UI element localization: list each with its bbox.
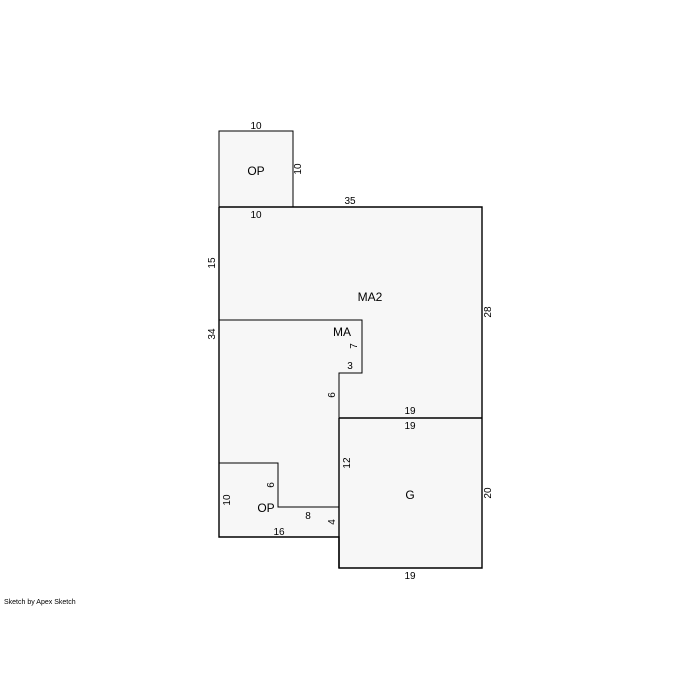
dim-g-right: 20 <box>483 487 494 499</box>
dim-ma2-right: 28 <box>483 306 494 318</box>
dim-op-top-top: 10 <box>250 121 262 132</box>
op-bottom-outline <box>219 462 339 508</box>
dim-op-bottom-left: 10 <box>222 494 233 506</box>
area-label-ma: MA <box>333 325 351 339</box>
area-label-op-bottom: OP <box>257 501 274 515</box>
op-top-outline <box>218 130 294 207</box>
dim-op-bottom-inner-horizontal: 8 <box>305 511 311 522</box>
dim-op-top-right: 10 <box>293 163 304 175</box>
dim-ma-step-vertical: 6 <box>327 392 338 398</box>
dim-ma2-left: 15 <box>207 257 218 269</box>
area-label-ma2: MA2 <box>358 290 383 304</box>
dim-ma-left: 34 <box>207 328 218 340</box>
dim-ma-notch-vertical: 7 <box>349 343 360 349</box>
dim-op-bottom-step: 4 <box>327 519 338 525</box>
area-label-g: G <box>405 488 414 502</box>
dim-op-bottom-inner-vertical: 6 <box>266 482 277 488</box>
op-top-region <box>219 131 293 207</box>
credit-text: Sketch by Apex Sketch <box>4 599 76 606</box>
ma-boundary <box>219 319 363 418</box>
dim-op-top-bottom: 10 <box>250 210 262 221</box>
dim-ma2-top: 35 <box>344 196 356 207</box>
dim-ma2-bottom: 19 <box>404 406 416 417</box>
area-label-op-top: OP <box>247 164 264 178</box>
dim-g-left: 12 <box>342 457 353 469</box>
dim-g-bottom: 19 <box>404 571 416 582</box>
dim-g-top: 19 <box>404 421 416 432</box>
dim-ma-notch-horizontal: 3 <box>347 361 353 372</box>
main-region <box>219 207 482 568</box>
dim-bottom-length: 16 <box>273 527 285 538</box>
